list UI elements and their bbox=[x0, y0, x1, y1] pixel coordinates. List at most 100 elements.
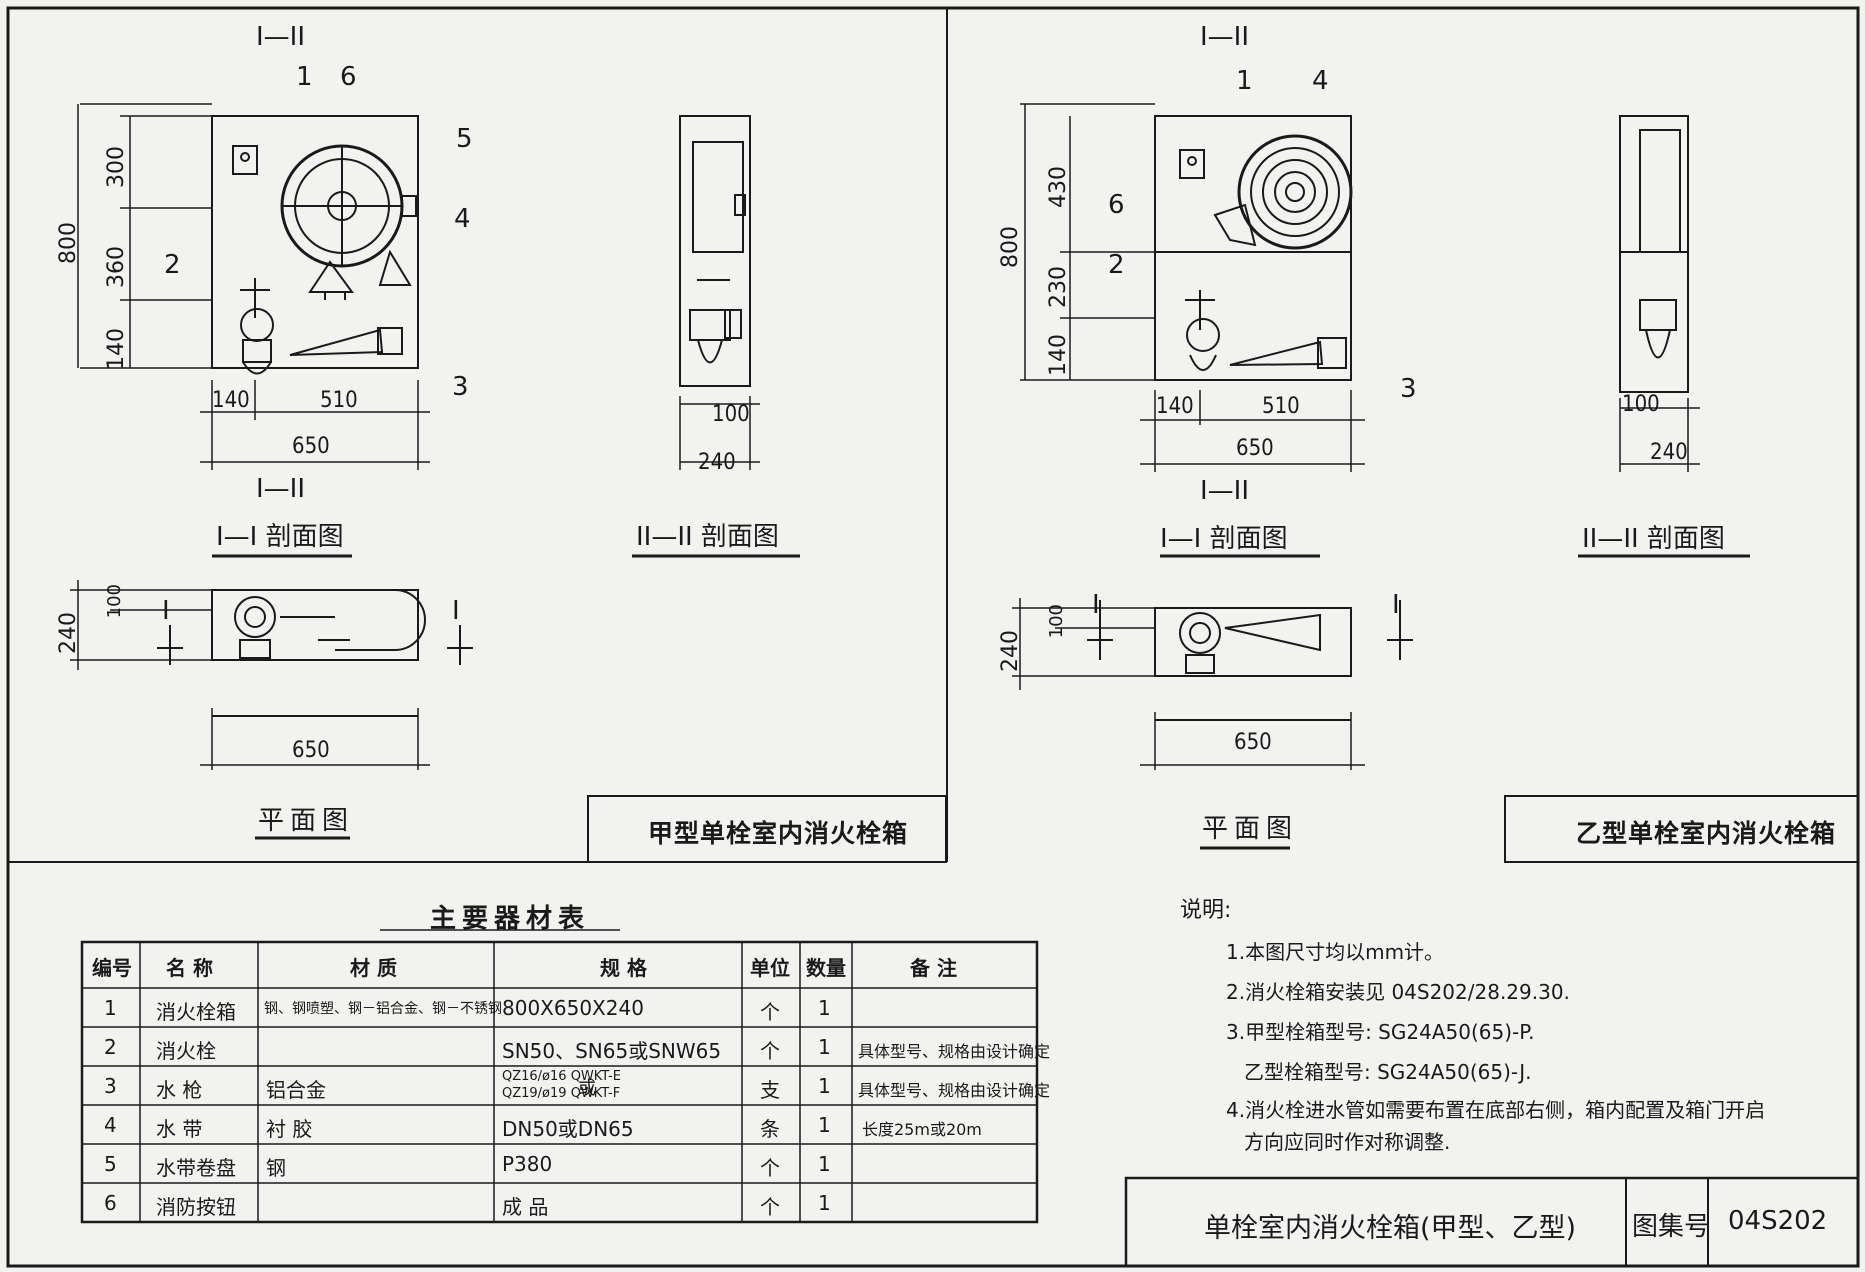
table-row-2-unit: 个 bbox=[760, 1039, 780, 1063]
jia-front-view bbox=[212, 116, 418, 374]
yi-callout-2: 2 bbox=[1108, 250, 1125, 280]
yi-dim-w650: 650 bbox=[1236, 436, 1274, 461]
table-row-2-note: 具体型号、规格由设计确定 bbox=[858, 1042, 1051, 1061]
yi-dim-230: 230 bbox=[1046, 266, 1071, 308]
jia-cut-marker-2: I—II bbox=[256, 474, 306, 504]
yi-front-view bbox=[1155, 116, 1351, 380]
yi-dim-w140: 140 bbox=[1156, 394, 1194, 419]
table-row-2-qty: 1 bbox=[818, 1035, 831, 1059]
table-row-3-qty: 1 bbox=[818, 1074, 831, 1098]
table-row-3-spec-or: 或 bbox=[578, 1078, 596, 1099]
jia-callout-5: 5 bbox=[456, 124, 473, 154]
table-row-5-unit: 个 bbox=[760, 1156, 780, 1180]
table-header-unit: 单位 bbox=[750, 956, 790, 980]
jia-dim-w650: 650 bbox=[292, 434, 330, 459]
table-header-name: 名 称 bbox=[166, 956, 213, 980]
jia-dim-800: 800 bbox=[56, 222, 81, 264]
yi-side-dim-240: 240 bbox=[1650, 440, 1688, 465]
yi-dim-w510: 510 bbox=[1262, 394, 1300, 419]
table-row-3-name: 水 枪 bbox=[156, 1078, 203, 1102]
table-row-5-spec: P380 bbox=[502, 1152, 553, 1176]
yi-cut-marker: I—II bbox=[1200, 22, 1250, 52]
yi-dim-800: 800 bbox=[998, 226, 1023, 268]
table-row-4-unit: 条 bbox=[760, 1117, 780, 1141]
yi-callout-1: 1 bbox=[1236, 66, 1253, 96]
table-row-3-material: 铝合金 bbox=[266, 1078, 326, 1102]
yi-section-mark-right: I bbox=[1392, 590, 1400, 620]
yi-plan-dim-240: 240 bbox=[998, 630, 1023, 672]
jia-dim-300: 300 bbox=[104, 146, 129, 188]
jia-plan-label: 平面图 bbox=[258, 806, 355, 836]
yi-section-2-label: II—II 剖面图 bbox=[1582, 524, 1725, 554]
jia-front-dims bbox=[78, 104, 430, 470]
jia-callout-6: 6 bbox=[340, 62, 357, 92]
yi-dim-430: 430 bbox=[1046, 166, 1071, 208]
atlas-number: 04S202 bbox=[1728, 1206, 1828, 1236]
note-3: 3.甲型栓箱型号: SG24A50(65)-P. bbox=[1226, 1020, 1535, 1044]
yi-title: 乙型单栓室内消火栓箱 bbox=[1576, 819, 1837, 848]
table-row-5-material: 钢 bbox=[266, 1156, 286, 1180]
table-row-6-no: 6 bbox=[104, 1191, 117, 1215]
table-row-6-name: 消防按钮 bbox=[156, 1195, 236, 1219]
table-row-3-spec-line1: QZ16/ø16 QWKT-E bbox=[502, 1069, 621, 1084]
jia-plan-view bbox=[70, 580, 473, 770]
jia-plan-dim-240: 240 bbox=[56, 612, 81, 654]
note-4: 4.消火栓进水管如需要布置在底部右侧，箱内配置及箱门开启 bbox=[1226, 1098, 1766, 1122]
table-row-4-no: 4 bbox=[104, 1113, 117, 1137]
jia-title: 甲型单栓室内消火栓箱 bbox=[648, 819, 909, 848]
jia-dim-140: 140 bbox=[104, 328, 129, 370]
jia-callout-3: 3 bbox=[452, 372, 469, 402]
jia-dim-w510: 510 bbox=[320, 388, 358, 413]
table-row-4-spec: DN50或DN65 bbox=[502, 1117, 634, 1141]
table-header-note: 备 注 bbox=[910, 956, 957, 980]
yi-callout-3: 3 bbox=[1400, 374, 1417, 404]
jia-section-mark-right: I bbox=[452, 596, 460, 626]
jia-cut-marker: I—II bbox=[256, 22, 306, 52]
table-header-material: 材 质 bbox=[350, 956, 397, 980]
yi-section-1-label: I—I 剖面图 bbox=[1160, 524, 1288, 554]
yi-plan-label: 平面图 bbox=[1202, 814, 1299, 844]
yi-side-dim-100: 100 bbox=[1622, 392, 1660, 417]
yi-plan-dim-650: 650 bbox=[1234, 730, 1272, 755]
table-row-2-no: 2 bbox=[104, 1035, 117, 1059]
jia-section-mark-left: I bbox=[162, 596, 170, 626]
table-row-4-note: 长度25m或20m bbox=[862, 1120, 982, 1139]
yi-cut-marker-2: I—II bbox=[1200, 476, 1250, 506]
table-header-no: 编号 bbox=[92, 956, 132, 980]
jia-dim-360: 360 bbox=[104, 246, 129, 288]
table-row-1-name: 消火栓箱 bbox=[156, 1000, 236, 1024]
table-row-5-no: 5 bbox=[104, 1152, 117, 1176]
yi-callout-4: 4 bbox=[1312, 66, 1329, 96]
jia-plan-dim-100: 100 bbox=[104, 584, 125, 619]
drawing-name: 单栓室内消火栓箱(甲型、乙型) bbox=[1204, 1213, 1577, 1244]
table-row-5-qty: 1 bbox=[818, 1152, 831, 1176]
note-3b: 乙型栓箱型号: SG24A50(65)-J. bbox=[1244, 1060, 1532, 1084]
table-row-1-material: 钢、钢喷塑、钢－铝合金、钢－不锈钢 bbox=[264, 1001, 502, 1017]
atlas-label: 图集号 bbox=[1632, 1212, 1711, 1242]
table-row-3-no: 3 bbox=[104, 1074, 117, 1098]
materials-table-caption: 主要器材表 bbox=[430, 904, 591, 934]
table-row-6-unit: 个 bbox=[760, 1195, 780, 1219]
table-row-3-spec-line2: QZ19/ø19 QWKT-F bbox=[502, 1086, 621, 1101]
jia-callout-4: 4 bbox=[454, 204, 471, 234]
table-row-1-no: 1 bbox=[104, 996, 117, 1020]
materials-table-grid bbox=[82, 942, 1037, 1222]
yi-callout-6: 6 bbox=[1108, 190, 1125, 220]
title-block-grid bbox=[1126, 1178, 1858, 1266]
yi-front-dims bbox=[1020, 104, 1365, 472]
table-row-3-note: 具体型号、规格由设计确定 bbox=[858, 1081, 1051, 1100]
table-header-qty: 数量 bbox=[806, 956, 846, 980]
note-2: 2.消火栓箱安装见 04S202/28.29.30. bbox=[1226, 980, 1570, 1004]
table-header-spec: 规 格 bbox=[600, 956, 647, 980]
yi-plan-dim-100: 100 bbox=[1046, 604, 1067, 639]
yi-plan-view bbox=[1012, 598, 1413, 770]
note-1: 1.本图尺寸均以mm计。 bbox=[1226, 940, 1445, 964]
note-4b: 方向应同时作对称调整. bbox=[1244, 1130, 1451, 1154]
jia-side-view bbox=[680, 116, 760, 470]
jia-side-dim-100: 100 bbox=[712, 402, 750, 427]
jia-plan-dim-650: 650 bbox=[292, 738, 330, 763]
yi-side-view bbox=[1620, 116, 1700, 472]
jia-section-1-label: I—I 剖面图 bbox=[216, 522, 344, 552]
table-row-3-unit: 支 bbox=[760, 1078, 780, 1102]
